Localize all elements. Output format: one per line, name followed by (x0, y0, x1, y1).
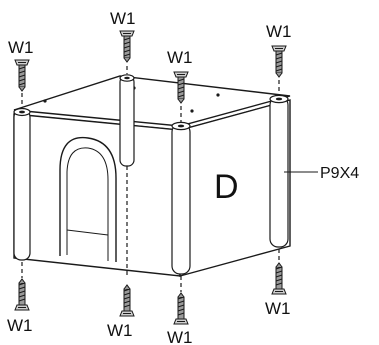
screw-icon (119, 30, 135, 63)
screw-label: W1 (8, 38, 34, 57)
screw-icon (271, 45, 287, 78)
screw-label: W1 (167, 48, 193, 67)
arch-opening (59, 136, 117, 262)
screw-label: W1 (7, 316, 33, 335)
left-side-panel (13, 113, 181, 277)
screw-label: W1 (110, 9, 136, 28)
screw-icon (173, 292, 189, 325)
corner-post-back-right (269, 94, 289, 248)
screw-icon (14, 278, 30, 311)
corner-post-front-left (13, 107, 31, 261)
screw-label: W1 (167, 328, 193, 345)
corner-post-back-left (119, 74, 135, 167)
screw-label: W1 (107, 321, 133, 340)
screw-label: W1 (265, 299, 291, 318)
screw-icon (14, 59, 30, 92)
panel-label: D (214, 168, 239, 206)
screw-label: W1 (266, 22, 292, 41)
post-label: P9X4 (320, 165, 359, 182)
screw-icon (271, 262, 287, 295)
corner-post-front-right (171, 121, 191, 275)
screw-icon (119, 284, 135, 317)
